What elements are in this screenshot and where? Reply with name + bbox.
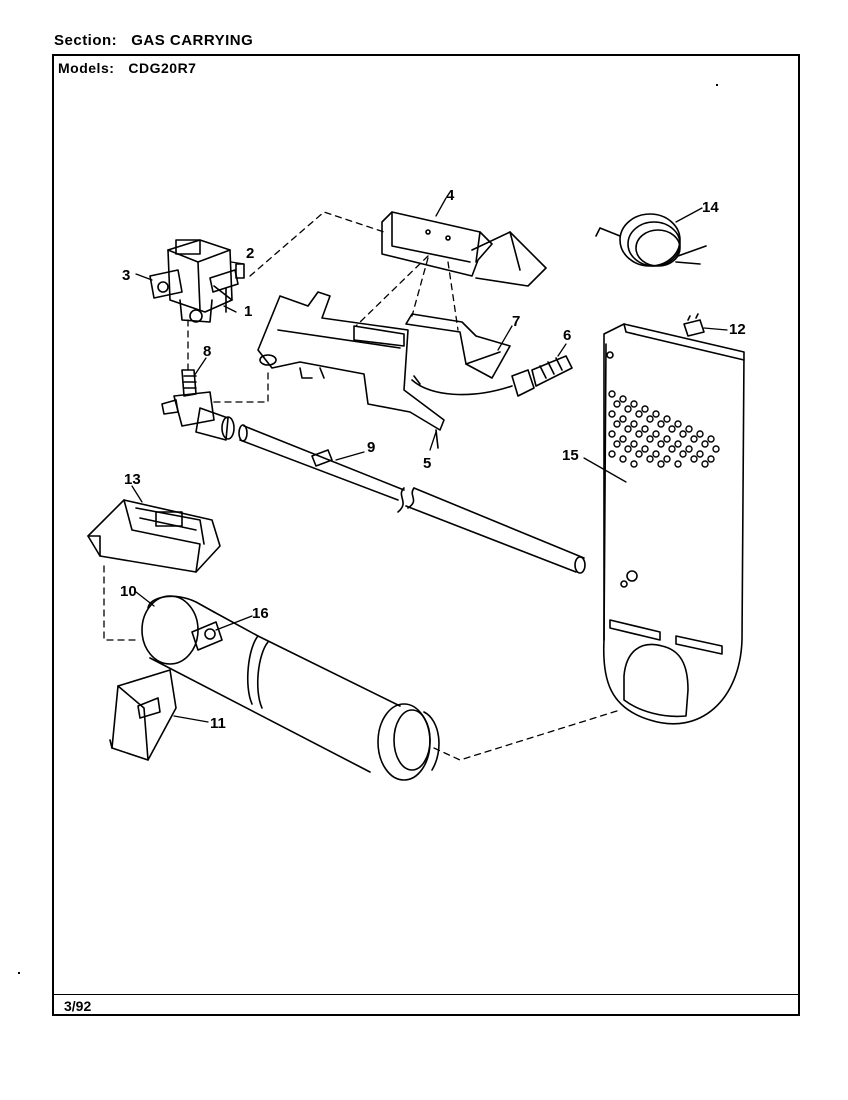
section-title: Section: GAS CARRYING — [54, 32, 253, 49]
perforation-hole — [641, 425, 649, 433]
perforation-hole — [619, 415, 627, 423]
perforation-hole — [679, 450, 687, 458]
callout-8: 8 — [203, 343, 211, 360]
ignitor-housing-part — [381, 211, 547, 287]
perforation-hole — [613, 440, 621, 448]
perforation-hole — [630, 400, 638, 408]
callout-11: 11 — [210, 715, 226, 732]
perforation-hole — [707, 455, 715, 463]
perforation-hole — [608, 450, 616, 458]
panel-perforations — [608, 390, 720, 468]
section-label: Section: — [54, 32, 118, 49]
sensor-bracket-part — [87, 499, 221, 573]
callout-2: 2 — [246, 245, 254, 262]
perforation-hole — [619, 435, 627, 443]
diagram-frame: Models: CDG20R7 3/92 — [52, 54, 800, 1016]
assembly-leader-lines — [103, 211, 621, 761]
perforation-hole — [696, 450, 704, 458]
perforation-hole — [657, 420, 665, 428]
clip-part — [683, 313, 705, 337]
perforation-hole — [635, 410, 643, 418]
gas-valve-part — [149, 239, 245, 323]
callout-6: 6 — [563, 327, 571, 344]
perforation-hole — [646, 435, 654, 443]
perforation-hole — [635, 430, 643, 438]
perforation-hole — [668, 445, 676, 453]
perforation-hole — [630, 460, 638, 468]
callout-5: 5 — [423, 455, 431, 472]
perforation-hole — [652, 430, 660, 438]
callout-13: 13 — [124, 471, 141, 488]
perforation-hole — [674, 440, 682, 448]
perforation-hole — [652, 410, 660, 418]
callout-10: 10 — [120, 583, 137, 600]
burner-bracket-part — [257, 291, 445, 449]
callout-4: 4 — [446, 187, 455, 204]
elbow-fitting-part — [161, 369, 235, 441]
support-bracket-part — [109, 669, 177, 761]
manifold-tube-part — [238, 424, 586, 574]
perforation-hole — [685, 425, 693, 433]
perforation-hole — [624, 425, 632, 433]
footer-divider — [54, 994, 798, 995]
models-value: CDG20R7 — [128, 60, 197, 76]
perforation-hole — [685, 445, 693, 453]
perforation-hole — [624, 445, 632, 453]
callout-3: 3 — [122, 267, 130, 284]
scan-speck — [18, 972, 20, 974]
perforation-hole — [652, 450, 660, 458]
section-value: GAS CARRYING — [131, 32, 254, 49]
perforation-hole — [608, 390, 616, 398]
perforation-hole — [613, 420, 621, 428]
models-title: Models: CDG20R7 — [58, 60, 196, 76]
perforation-hole — [674, 460, 682, 468]
callout-16: 16 — [252, 605, 269, 622]
perforation-hole — [701, 460, 709, 468]
perforation-hole — [635, 450, 643, 458]
perforation-hole — [630, 420, 638, 428]
callout-labels: 2 3 1 4 5 6 7 8 9 10 11 12 13 14 15 16 — [120, 187, 746, 732]
perforation-hole — [608, 430, 616, 438]
perforation-hole — [663, 435, 671, 443]
rear-panel-part — [602, 323, 745, 725]
perforation-hole — [701, 440, 709, 448]
perforation-hole — [663, 415, 671, 423]
perforation-hole — [646, 455, 654, 463]
perforation-hole — [668, 425, 676, 433]
perforation-hole — [641, 445, 649, 453]
perforation-hole — [608, 410, 616, 418]
callout-leaders — [131, 197, 728, 723]
callout-7: 7 — [512, 313, 520, 330]
perforation-hole — [630, 440, 638, 448]
perforation-hole — [690, 455, 698, 463]
perforation-hole — [613, 400, 621, 408]
callout-1: 1 — [244, 303, 252, 320]
perforation-hole — [696, 430, 704, 438]
perforation-hole — [712, 445, 720, 453]
callout-9: 9 — [367, 439, 375, 456]
scan-speck — [716, 84, 718, 86]
perforation-hole — [641, 405, 649, 413]
perforation-hole — [690, 435, 698, 443]
ignitor-bracket-part — [405, 313, 511, 379]
perforation-hole — [663, 455, 671, 463]
ignitor-part — [411, 355, 573, 397]
wire-harness-part — [595, 213, 707, 267]
perforation-hole — [624, 405, 632, 413]
perforation-hole — [646, 415, 654, 423]
perforation-hole — [619, 455, 627, 463]
perforation-hole — [657, 440, 665, 448]
callout-12: 12 — [729, 321, 746, 338]
models-label: Models: — [58, 60, 115, 76]
perforation-hole — [619, 395, 627, 403]
perforation-hole — [707, 435, 715, 443]
combustion-chamber-part — [141, 595, 440, 781]
perforation-hole — [657, 460, 665, 468]
perforation-hole — [674, 420, 682, 428]
perforation-hole — [679, 430, 687, 438]
revision-date: 3/92 — [64, 998, 92, 1014]
callout-14: 14 — [702, 199, 719, 216]
callout-15: 15 — [562, 447, 579, 464]
